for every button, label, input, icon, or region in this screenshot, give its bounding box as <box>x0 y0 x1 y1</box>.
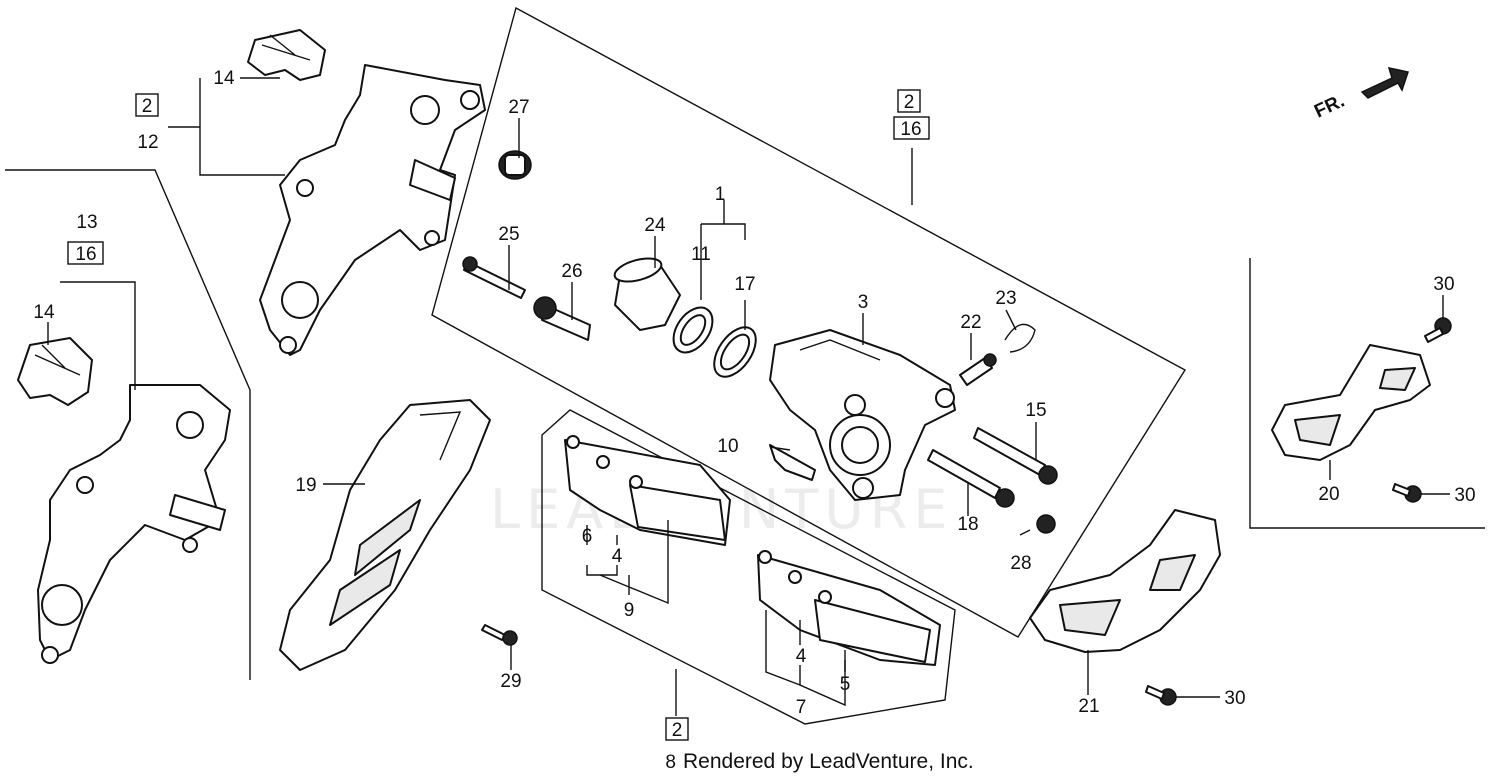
callout-25: 25 <box>498 224 519 245</box>
callout-21: 21 <box>1078 696 1099 717</box>
callout-12: 12 <box>137 132 158 153</box>
callout-16-bracket: 16 <box>75 244 96 265</box>
bleed-screw-part[interactable] <box>959 353 997 386</box>
brake-pad-set-upper-part[interactable] <box>564 435 731 546</box>
callout-2-upper: 2 <box>142 96 153 117</box>
leader-lines <box>47 77 1450 716</box>
callout-7: 7 <box>796 697 807 718</box>
caliper-guard-part[interactable] <box>279 399 491 671</box>
disc-guard-part[interactable] <box>1271 344 1431 461</box>
callout-11: 11 <box>691 244 711 265</box>
bleed-cap-part[interactable] <box>498 150 532 180</box>
callout-30-lower: 30 <box>1224 688 1245 709</box>
pin-bolt-part[interactable] <box>462 256 526 299</box>
callout-14-upper: 14 <box>213 68 235 89</box>
callout-26: 26 <box>561 261 582 282</box>
dust-seal-part[interactable] <box>666 300 721 359</box>
caliper-body-part[interactable] <box>769 329 956 501</box>
footer-credit: Rendered by LeadVenture, Inc. <box>683 750 974 773</box>
callout-8: 8 <box>665 752 676 773</box>
retainer-clip-part[interactable] <box>1004 323 1036 353</box>
bolt-lower-part[interactable] <box>1145 685 1177 706</box>
callout-22: 22 <box>960 312 981 333</box>
group-outlines <box>5 6 1485 725</box>
callout-28: 28 <box>1010 553 1031 574</box>
callout-30-middle: 30 <box>1454 485 1475 506</box>
piston-seal-part[interactable] <box>706 320 764 384</box>
caliper-bracket-lower-part[interactable] <box>37 384 231 664</box>
boxed-callouts <box>67 89 930 741</box>
callout-13: 13 <box>76 212 97 233</box>
pad-pin-b-part[interactable] <box>927 449 1015 508</box>
caliper-piston-part[interactable] <box>612 254 681 331</box>
front-direction-arrow: FR. <box>1311 67 1409 123</box>
callout-17: 17 <box>734 274 755 295</box>
callout-24: 24 <box>644 215 666 236</box>
callout-14-lower: 14 <box>33 302 55 323</box>
callout-1: 1 <box>715 184 726 205</box>
callout-5: 5 <box>840 674 851 695</box>
bolt-upper-part[interactable] <box>1424 317 1452 343</box>
caliper-bracket-upper-part[interactable] <box>259 64 486 356</box>
callout-4-lower: 4 <box>796 646 807 667</box>
callout-9: 9 <box>624 600 635 621</box>
callout-20: 20 <box>1318 484 1339 505</box>
callout-2-caliper: 2 <box>904 92 915 113</box>
callout-23: 23 <box>995 288 1016 309</box>
fr-label: FR. <box>1311 91 1348 123</box>
callout-16-caliper: 16 <box>900 119 921 140</box>
callout-3: 3 <box>858 292 869 313</box>
callout-6: 6 <box>582 526 593 547</box>
pad-spring-clip-upper-part[interactable] <box>247 29 326 81</box>
pad-pin-a-part[interactable] <box>973 427 1058 485</box>
guard-screw-part[interactable] <box>481 624 518 646</box>
pad-spring-part[interactable] <box>769 444 816 481</box>
brake-pad-set-lower-part[interactable] <box>757 550 941 666</box>
brake-guard-part[interactable] <box>1029 509 1221 653</box>
callout-15: 15 <box>1025 400 1046 421</box>
sleeve-bolt-part[interactable] <box>533 296 591 341</box>
bolt-middle-part[interactable] <box>1392 483 1422 503</box>
callout-19: 19 <box>295 475 316 496</box>
callout-10: 10 <box>717 436 738 457</box>
callout-2-pads: 2 <box>672 720 683 741</box>
pin-plug-part[interactable] <box>1036 514 1056 534</box>
callout-27: 27 <box>508 97 529 118</box>
callout-18: 18 <box>957 514 978 535</box>
callout-labels: 1 2 2 2 3 4 4 5 6 7 8 9 10 11 12 13 14 1… <box>33 68 1475 773</box>
callout-4-upper: 4 <box>612 546 623 567</box>
pad-spring-clip-lower-part[interactable] <box>17 337 93 406</box>
callout-29: 29 <box>500 671 521 692</box>
callout-30-upper: 30 <box>1433 274 1454 295</box>
